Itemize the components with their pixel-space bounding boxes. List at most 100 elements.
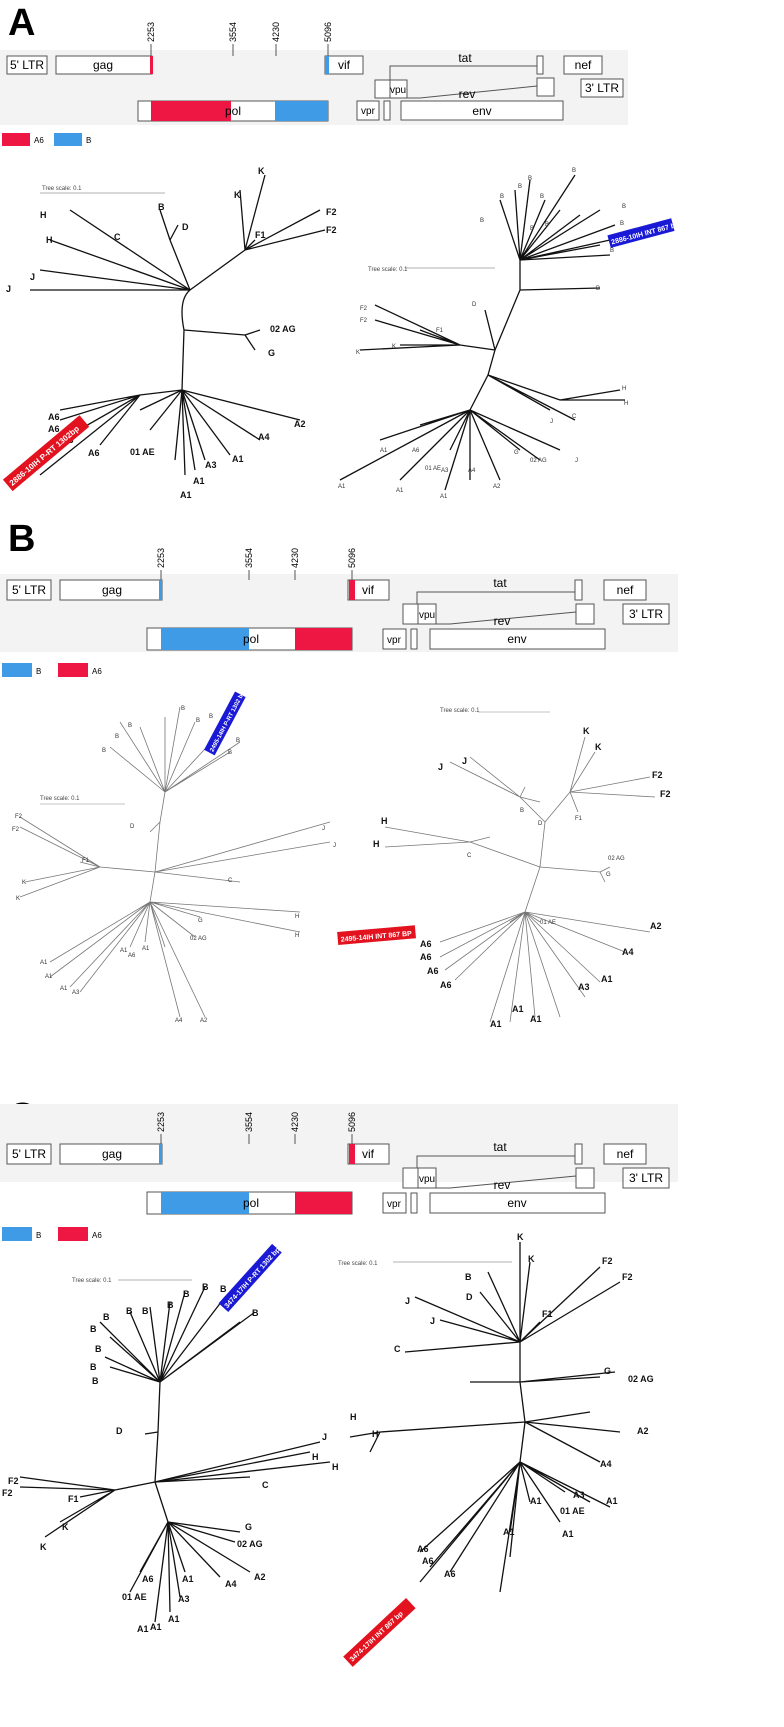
svg-text:D: D [538, 821, 543, 827]
svg-text:01 AE: 01 AE [130, 447, 155, 457]
legend-c: B A6 [2, 1227, 102, 1241]
svg-text:Tree scale: 0.1: Tree scale: 0.1 [440, 708, 480, 714]
svg-text:A6: A6 [142, 1574, 154, 1584]
svg-text:B: B [196, 718, 200, 724]
svg-text:A6: A6 [422, 1556, 434, 1566]
svg-text:B: B [128, 723, 132, 729]
svg-text:4230: 4230 [271, 22, 281, 42]
svg-text:F2: F2 [8, 1476, 19, 1486]
svg-text:A4: A4 [622, 947, 634, 957]
svg-text:gag: gag [102, 1147, 122, 1161]
svg-text:K: K [62, 1522, 69, 1532]
svg-text:B: B [518, 184, 522, 190]
svg-text:H: H [332, 1462, 339, 1472]
svg-text:3474-17IH P-RT 1302 bp: 3474-17IH P-RT 1302 bp [224, 1246, 282, 1309]
svg-text:B: B [530, 226, 534, 232]
svg-text:Tree scale: 0.1: Tree scale: 0.1 [72, 1278, 112, 1284]
svg-text:A4: A4 [600, 1459, 612, 1469]
svg-text:02 AG: 02 AG [237, 1539, 263, 1549]
svg-text:3' LTR: 3' LTR [585, 81, 619, 95]
svg-text:B: B [480, 218, 484, 224]
svg-text:01 AE: 01 AE [425, 466, 441, 472]
svg-text:2253: 2253 [156, 548, 166, 568]
svg-text:J: J [6, 284, 11, 294]
panel-label-b: B [8, 518, 36, 560]
svg-text:A1: A1 [562, 1529, 574, 1539]
svg-text:B: B [540, 194, 544, 200]
svg-text:B: B [183, 1289, 190, 1299]
svg-text:vpr: vpr [387, 635, 402, 646]
svg-text:H: H [295, 933, 299, 939]
svg-text:vpr: vpr [361, 106, 376, 117]
svg-text:H: H [295, 914, 299, 920]
svg-text:A1: A1 [512, 1004, 524, 1014]
svg-text:B: B [622, 204, 626, 210]
svg-text:C: C [467, 853, 472, 859]
svg-text:Tree scale: 0.1: Tree scale: 0.1 [338, 1261, 378, 1267]
svg-text:A1: A1 [380, 448, 388, 454]
svg-text:nef: nef [617, 1147, 634, 1161]
svg-text:3554: 3554 [244, 1112, 254, 1132]
svg-text:A1: A1 [530, 1496, 542, 1506]
svg-text:J: J [322, 826, 325, 832]
svg-text:A2: A2 [254, 1572, 266, 1582]
svg-text:J: J [322, 1432, 327, 1442]
svg-text:H: H [624, 401, 628, 407]
tree-b-left: Tree scale: 0.1 B B B B B B B B D F2 F2 … [12, 690, 336, 1024]
legend-b: B A6 [2, 663, 102, 677]
svg-text:A6: A6 [420, 952, 432, 962]
svg-text:A6: A6 [48, 412, 60, 422]
svg-text:F1: F1 [542, 1309, 553, 1319]
svg-text:Tree scale: 0.1: Tree scale: 0.1 [40, 796, 80, 802]
svg-text:4230: 4230 [290, 548, 300, 568]
svg-text:A6: A6 [92, 1231, 102, 1240]
svg-text:5096: 5096 [347, 548, 357, 568]
svg-text:J: J [333, 843, 336, 849]
panel-c: C 5' LTR gag vif pol 2253 3554 4230 5096 [0, 1098, 784, 1727]
svg-text:H: H [46, 235, 53, 245]
svg-text:A1: A1 [530, 1014, 542, 1024]
svg-text:01 AE: 01 AE [122, 1592, 147, 1602]
svg-text:5' LTR: 5' LTR [10, 58, 44, 72]
svg-text:F2: F2 [602, 1256, 613, 1266]
svg-text:F1: F1 [436, 328, 444, 334]
legend-a: A6 B [2, 133, 91, 146]
svg-text:D: D [116, 1426, 123, 1436]
svg-text:G: G [245, 1522, 252, 1532]
svg-text:K: K [40, 1542, 47, 1552]
svg-text:B: B [520, 808, 524, 814]
svg-text:B: B [236, 738, 240, 744]
svg-text:3474-17IH INT 867 bp: 3474-17IH INT 867 bp [349, 1611, 405, 1664]
svg-text:2253: 2253 [146, 22, 156, 42]
svg-text:B: B [167, 1300, 174, 1310]
svg-text:gag: gag [102, 583, 122, 597]
svg-text:A3: A3 [573, 1490, 585, 1500]
svg-text:A6: A6 [417, 1544, 429, 1554]
svg-text:3554: 3554 [244, 548, 254, 568]
svg-text:A6: A6 [427, 966, 439, 976]
svg-text:B: B [228, 750, 232, 756]
svg-text:B: B [500, 194, 504, 200]
svg-text:F2: F2 [2, 1488, 13, 1498]
svg-text:A6: A6 [128, 953, 136, 959]
svg-text:K: K [356, 350, 360, 356]
svg-text:pol: pol [243, 632, 259, 646]
svg-text:vpr: vpr [387, 1199, 402, 1210]
svg-text:J: J [438, 762, 443, 772]
svg-text:A2: A2 [637, 1426, 649, 1436]
svg-text:A1: A1 [180, 490, 192, 500]
svg-text:vpu: vpu [419, 1174, 435, 1185]
svg-text:K: K [234, 190, 241, 200]
svg-text:F1: F1 [255, 230, 266, 240]
svg-text:A1: A1 [232, 454, 244, 464]
svg-text:env: env [472, 104, 491, 118]
svg-text:F2: F2 [326, 225, 337, 235]
svg-text:A1: A1 [142, 946, 150, 952]
svg-text:B: B [86, 136, 91, 145]
svg-text:F2: F2 [15, 814, 23, 820]
tree-a-right: Tree scale: 0.1 B B B B B B B B B B B B … [338, 168, 680, 500]
svg-text:K: K [258, 166, 265, 176]
tree-c-right: Tree scale: 0.1 K K F2 F2 F1 B D J J C G… [338, 1232, 654, 1667]
svg-text:B: B [92, 1376, 99, 1386]
svg-text:F1: F1 [68, 1494, 79, 1504]
